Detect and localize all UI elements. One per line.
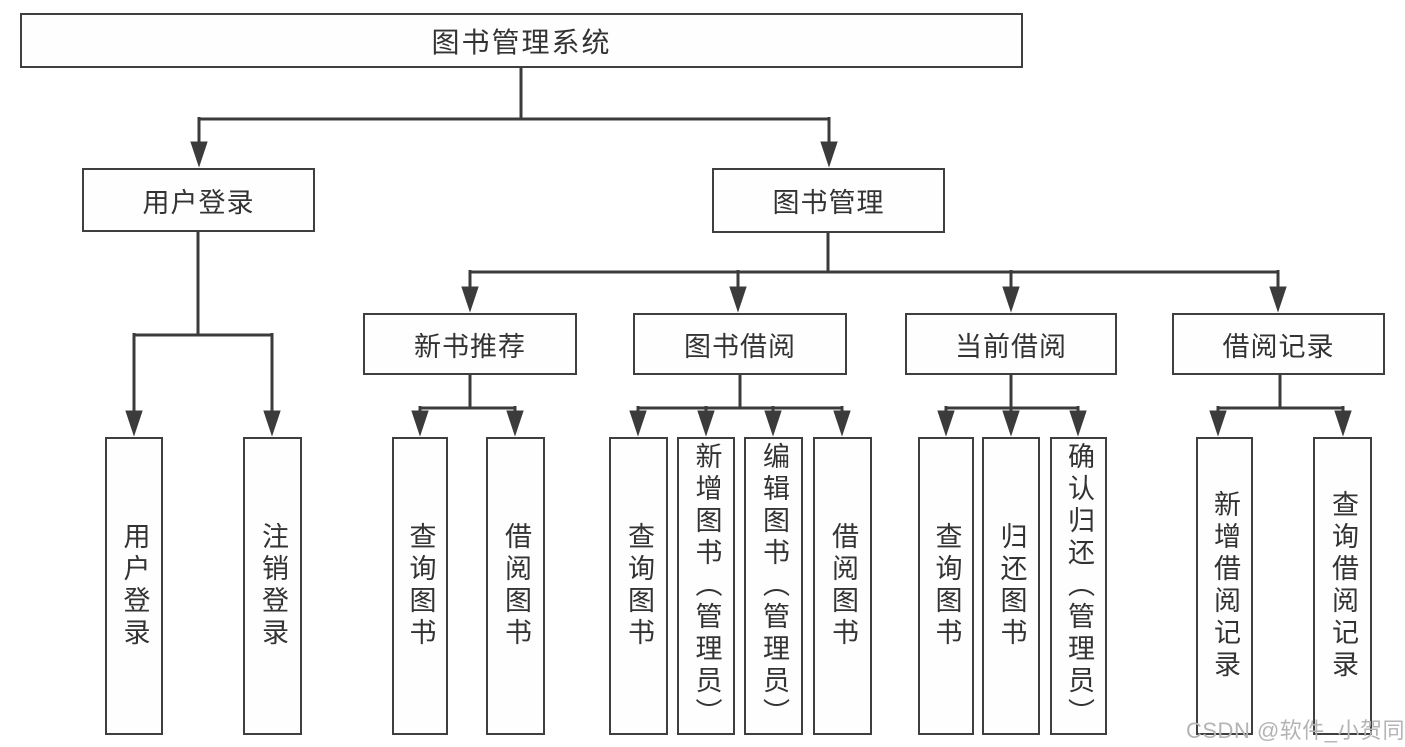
leaf-return-book-label: 归还图书 (996, 522, 1027, 650)
node-user-login-label: 用户登录 (142, 187, 255, 218)
leaf-query-books-borrow-label: 查询图书 (624, 522, 654, 650)
leaf-return-book: 归还图书 (982, 437, 1040, 735)
leaf-edit-book-admin-label: 编辑图书（管理员） (759, 442, 789, 730)
node-book-borrow: 图书借阅 (633, 313, 847, 375)
leaf-query-books-current: 查询图书 (918, 437, 974, 735)
leaf-user-login-label: 用户登录 (119, 522, 150, 650)
leaf-query-borrow-record-label: 查询借阅记录 (1328, 490, 1358, 682)
node-book-borrow-label: 图书借阅 (684, 331, 796, 362)
leaf-logout-label: 注销登录 (258, 522, 288, 650)
node-root: 图书管理系统 (20, 13, 1023, 68)
leaf-add-borrow-record: 新增借阅记录 (1196, 437, 1253, 735)
leaf-query-books-recommend-label: 查询图书 (405, 522, 436, 650)
leaf-query-borrow-record: 查询借阅记录 (1313, 437, 1372, 735)
leaf-user-login: 用户登录 (105, 437, 163, 735)
leaf-borrow-books-recommend-label: 借阅图书 (501, 522, 531, 650)
leaf-borrow-books-recommend: 借阅图书 (486, 437, 545, 735)
leaf-borrow-books-label: 借阅图书 (828, 522, 858, 650)
node-book-management-label: 图书管理 (772, 188, 885, 218)
leaf-borrow-books: 借阅图书 (813, 437, 872, 735)
node-current-borrow-label: 当前借阅 (955, 331, 1067, 362)
node-new-book-recommend: 新书推荐 (363, 313, 577, 375)
leaf-add-borrow-record-label: 新增借阅记录 (1210, 490, 1240, 682)
csdn-watermark: CSDN @软件_小贺同学 (1186, 718, 1405, 743)
node-root-label: 图书管理系统 (431, 26, 612, 58)
leaf-query-books-recommend: 查询图书 (392, 437, 448, 735)
leaf-add-book-admin: 新增图书（管理员） (677, 437, 735, 735)
leaf-query-books-current-label: 查询图书 (931, 522, 962, 650)
leaf-query-books-borrow: 查询图书 (609, 437, 668, 735)
node-new-book-recommend-label: 新书推荐 (414, 331, 526, 362)
node-current-borrow: 当前借阅 (905, 313, 1117, 375)
leaf-add-book-admin-label: 新增图书（管理员） (691, 442, 722, 730)
node-book-management: 图书管理 (712, 168, 945, 233)
leaf-edit-book-admin: 编辑图书（管理员） (744, 437, 803, 735)
node-borrow-record-label: 借阅记录 (1222, 331, 1335, 362)
leaf-confirm-return-admin-label: 确认归还（管理员） (1064, 442, 1094, 730)
leaf-logout: 注销登录 (243, 437, 302, 735)
node-borrow-record: 借阅记录 (1172, 313, 1385, 375)
leaf-confirm-return-admin: 确认归还（管理员） (1050, 437, 1107, 735)
node-user-login: 用户登录 (82, 168, 315, 232)
